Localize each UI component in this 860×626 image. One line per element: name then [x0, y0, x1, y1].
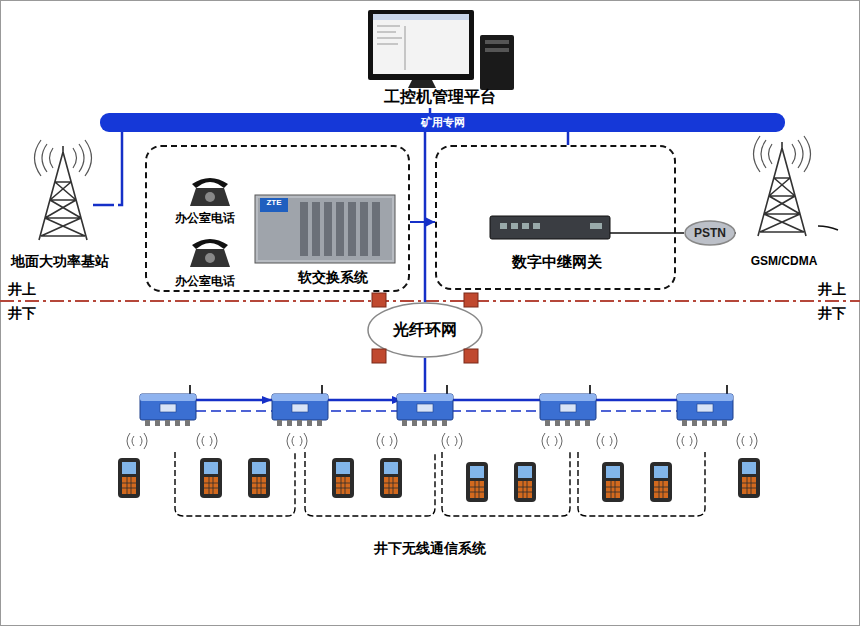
- node-label: GSM/CDMA: [734, 254, 834, 268]
- node-label: PSTN: [694, 226, 726, 240]
- connector: [567, 132, 570, 145]
- network-bar: 矿用专网: [100, 113, 785, 132]
- ring-node: [464, 349, 478, 363]
- pstn-cloud: PSTN: [684, 220, 736, 246]
- connector: [676, 232, 684, 234]
- node-label: 工控机管理平台: [351, 87, 529, 106]
- connector: [410, 221, 435, 223]
- region-label: 井上: [818, 281, 846, 299]
- gsm-tower: GSM/CDMA: [734, 148, 834, 270]
- text-holder: 工控机管理平台: [351, 87, 529, 106]
- node-label: 数字中继网关: [479, 253, 635, 271]
- group-box: 软交换系统办公室电话办公室电话: [145, 145, 410, 292]
- node-label: 软交换系统: [282, 269, 383, 286]
- text-holder: PSTN: [684, 220, 736, 246]
- text-holder: 地面大功率基站: [2, 253, 118, 270]
- group-box: 数字中继网关: [435, 145, 676, 290]
- region-label: 井下: [818, 305, 846, 323]
- base-tower: 地面大功率基站: [2, 150, 118, 272]
- connector: [118, 132, 122, 205]
- region-label: 井下: [8, 305, 36, 323]
- ring-node: [464, 293, 478, 307]
- region-label: 井下无线通信系统: [330, 540, 530, 558]
- logo-text: ZTE: [260, 198, 288, 207]
- region-label: 井上: [8, 281, 36, 299]
- text-holder: 办公室电话: [158, 211, 251, 225]
- text-holder: 矿用专网: [100, 113, 785, 132]
- ring-node: [372, 349, 386, 363]
- node-label: 地面大功率基站: [2, 253, 118, 270]
- text-holder: 光纤环网: [367, 302, 483, 358]
- computer-node: 工控机管理平台: [351, 4, 529, 108]
- connector: [424, 132, 427, 302]
- text-holder: 数字中继网关: [479, 253, 635, 271]
- node-label: 办公室电话: [158, 211, 251, 225]
- text-holder: 软交换系统: [282, 269, 383, 286]
- text-holder: 办公室电话: [158, 274, 251, 288]
- fiber-ring: 光纤环网: [367, 302, 483, 358]
- ring-node: [372, 293, 386, 307]
- node-label: 办公室电话: [158, 274, 251, 288]
- node-label: 矿用专网: [421, 116, 465, 129]
- desk-phone: 办公室电话: [158, 172, 251, 227]
- node-label: 光纤环网: [393, 320, 457, 339]
- desk-phone: 办公室电话: [158, 235, 251, 290]
- text-holder: GSM/CDMA: [734, 254, 834, 268]
